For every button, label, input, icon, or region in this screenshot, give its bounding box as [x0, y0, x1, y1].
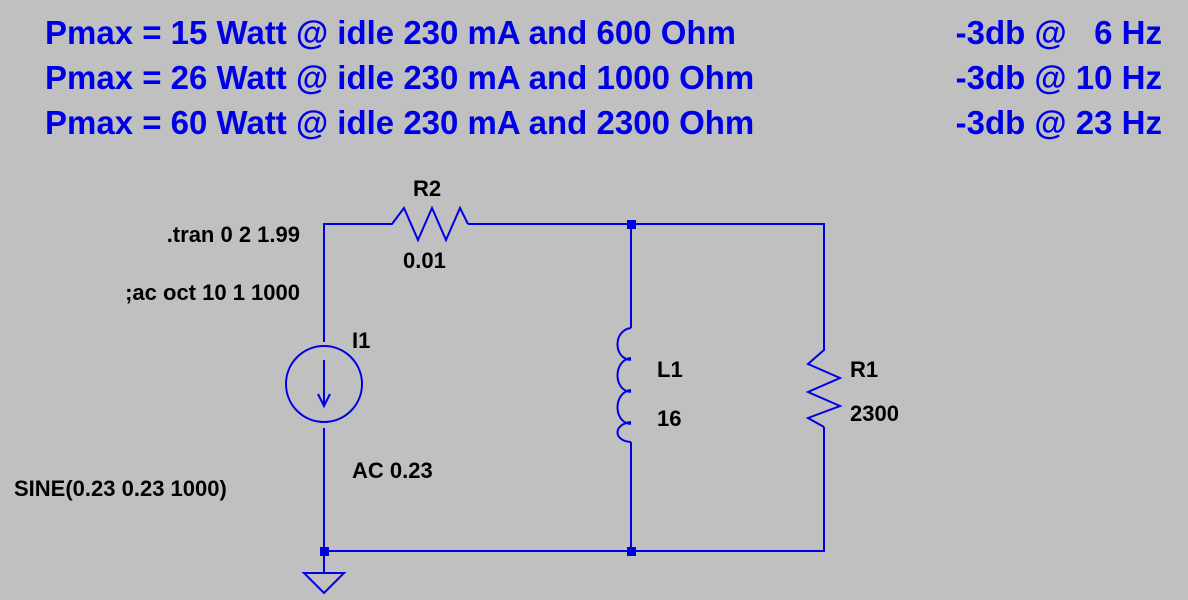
junction-node-ground [320, 547, 329, 556]
tran-directive: .tran 0 2 1.99 [167, 222, 300, 247]
l1-name-label: L1 [657, 357, 683, 382]
ac-directive: ;ac oct 10 1 1000 [125, 280, 300, 305]
r1-name-label: R1 [850, 357, 878, 382]
resistor-r1-icon [805, 347, 843, 428]
header-line-3-right: -3db @ 23 Hz [956, 104, 1162, 141]
header-line-3-left: Pmax = 60 Watt @ idle 230 mA and 2300 Oh… [45, 104, 754, 141]
inductor-l1-icon [616, 327, 632, 443]
i1-ac-label: AC 0.23 [352, 458, 433, 483]
r1-value-label: 2300 [850, 401, 899, 426]
header-line-1-right: -3db @ 6 Hz [956, 14, 1162, 51]
header-line-2-left: Pmax = 26 Watt @ idle 230 mA and 1000 Oh… [45, 59, 754, 96]
r2-value-label: 0.01 [403, 248, 446, 273]
header-line-2-right: -3db @ 10 Hz [956, 59, 1162, 96]
wire-top-right [468, 223, 825, 347]
l1-value-label: 16 [657, 406, 681, 431]
ground-icon [301, 572, 347, 595]
wires [323, 223, 825, 573]
i1-name-label: I1 [352, 328, 370, 353]
header-line-1-left: Pmax = 15 Watt @ idle 230 mA and 600 Ohm [45, 14, 736, 51]
junction-node-top [627, 220, 636, 229]
current-source-i1-icon [285, 345, 363, 423]
resistor-r2-icon [380, 205, 469, 243]
wire-left-top [323, 223, 380, 342]
r2-name-label: R2 [413, 176, 441, 201]
i1-source-label: SINE(0.23 0.23 1000) [14, 476, 227, 501]
wire-bottom [323, 427, 825, 552]
junction-node-bottom [627, 547, 636, 556]
